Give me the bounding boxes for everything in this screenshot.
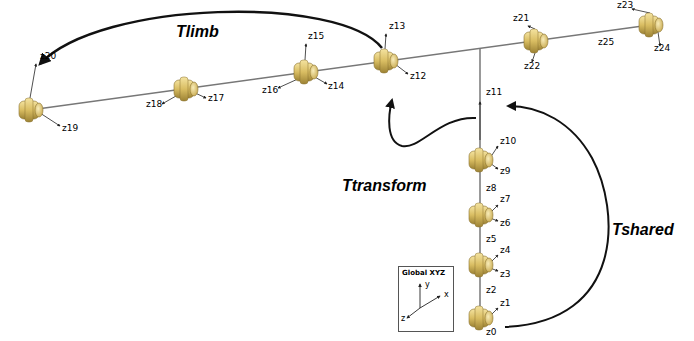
axis-label: z10 (500, 137, 516, 146)
axis-label: z0 (486, 328, 496, 337)
axis-label: z7 (500, 195, 510, 204)
axis-label: z17 (208, 94, 224, 103)
axis-label: z23 (617, 1, 633, 10)
transform-label: Tlimb (176, 24, 219, 40)
axis-label: z22 (524, 62, 540, 71)
axis-label: z8 (486, 184, 496, 193)
axis-label: z15 (308, 32, 324, 41)
axis-label: z4 (500, 246, 510, 255)
axis-label: z2 (486, 286, 496, 295)
axis-label: x (444, 291, 449, 299)
axis-label: z21 (513, 14, 529, 23)
axis-label: z14 (328, 82, 344, 91)
transform-label: Ttransform (342, 178, 426, 194)
axis-label: z13 (389, 22, 405, 31)
axis-label: z3 (500, 270, 510, 279)
axis-label: z19 (62, 124, 78, 133)
axis-label: z16 (262, 86, 278, 95)
axis-label: z (401, 315, 405, 323)
axis-label: z11 (486, 88, 502, 97)
transform-label: Tshared (612, 222, 674, 238)
axis-label: z25 (598, 38, 614, 47)
axis-label: z9 (500, 167, 510, 176)
axis-label: y (425, 281, 430, 289)
inset-title: Global XYZ (402, 270, 445, 277)
axis-label: z1 (500, 299, 510, 308)
axis-label: z12 (410, 72, 426, 81)
axis-label: z6 (500, 219, 510, 228)
axis-label: z24 (654, 44, 670, 53)
axis-label: z5 (486, 235, 496, 244)
axes-inset-box: Global XYZ y x z (398, 266, 454, 332)
axis-label: z18 (146, 100, 162, 109)
axis-label: z20 (40, 52, 56, 61)
